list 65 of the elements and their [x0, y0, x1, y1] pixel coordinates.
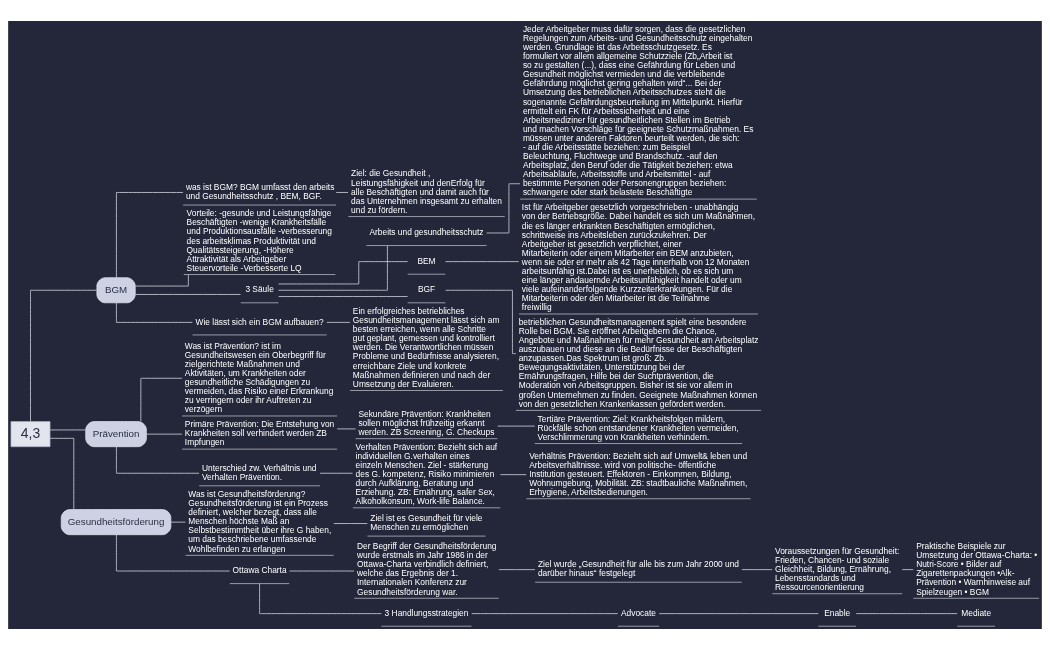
connector — [278, 296, 408, 297]
connector — [445, 289, 517, 355]
node-text: Ziel: die Gesundheit , Leistungsfähigkeit und denErfolg für alle Beschäftigten und damit auch für das Unternehmen insgesamt zu erhalten und zu fördern. — [351, 168, 502, 215]
connector — [30, 289, 98, 422]
node-text: Tertiäre Prävention: Ziel: Krankheitsfolgen mildern, Rückfälle schon entstandener Krankheiten vermeiden, Verschlimmerung von Krankheiten verhindern. — [537, 413, 739, 442]
connector — [498, 569, 536, 571]
connector — [445, 261, 520, 263]
node-text: Mediate — [961, 607, 992, 618]
node-text: Jeder Arbeitgeber muss dafür sorgen, dass die gesetzlichen Regelungen zum Arbeits- und Gesundheitsschutz eingehalten werden. Grundlage ist das Arbeitsschutzgesetz. Es formuliert vor allem allgemeine Schutzziele (Zb„Arbeit ist so zu gestalten (...), dass eine Gefährdung für Leben und Gesundheit möglichst vermieden und die verbleibende Gefährdung möglichst gering gehalten wird“... Bei der Umsetzung des betrieblichen Arbeitsschutzes steht die sogenannte Gefährdungsbeurteilung im Mittelpunkt. Hierfür ermittelt ein FK für Arbeitssicherheit und eine Arbeitsmediziner für gesundheitlichen Stellen im Betrieb und machen Vorschläge für geeignete Schutzmaßnahmen. Es müssen unter anderen Faktoren beurteilt werden, die sich: - auf die Arbeitsstätte beziehen: zum Beispiel Beleuchtung, Fluchtwege und Brandschutz. -auf den Arbeitsplatz, den Beruf oder die Tätigkeit beziehen: etwa Arbeitsabläufe, Arbeitsstoffe und Arbeitsmittel - auf bestimmte Personen oder Personengruppen beziehen: schwangere oder stark belastete Beschäftigte — [522, 23, 754, 198]
connector — [471, 613, 619, 615]
connector — [170, 521, 186, 523]
connector — [741, 569, 773, 571]
node-text: Ottawa Charta — [232, 565, 287, 576]
connector — [319, 472, 353, 474]
node-text: Vorteile: -gesunde und Leistungsfähige Beschäftigten -wenige Krankheitsfälle und Produktionsausfälle -verbesserung des arbeitsklimas Produktivität und Qualitätssteigerung, -Höhere Attraktivität als Arbeitgeber Steuervorteile -Verbesserte LQ — [186, 208, 332, 273]
node-text: Ziel ist es Gesundheit für viele Menschen zu ermöglichen — [370, 513, 483, 533]
connector — [336, 428, 356, 430]
node-box: Gesundheitsförderung — [60, 509, 172, 536]
node-text: Der Begriff der Gesundheitsförderung wurde erstmals im Jahr 1986 in der Ottawa-Charta verbindlich definiert, welche das Ergebnis der 1. Internationalen Konferenz zur Gesundheitsförderung war. — [357, 541, 497, 597]
node-text: Wie lässt sich ein BGM aufbauen? — [195, 316, 324, 327]
node-text: Ist für Arbeitgeber gesetzlich vorgeschrieben - unabhängig von der Betriebsgröße. Dabei handelt es sich um Maßnahmen, die es länger erkrankten Beschäftigten ermöglichen, schrittweise ins Arbeitsleben zurückzukehren. Der Arbeitgeber ist gesetzlich verpflichtet, einer Mitarbeiterin oder einem Mitarbeiter ein BEM anzubieten, wenn sie oder er mehr als 42 Tage innerhalb von 12 Monaten arbeitsunfähig ist.Dabei ist es unerheblich, ob es sich um eine länger andauernde Arbeitsunfähigkeit handelt oder um viele aufeinanderfolgende Kurzzeiterkrankungen. Für die Mitarbeiterin oder den Mitarbeiter ist die Teilnahme freiwillig — [521, 202, 756, 313]
connector — [259, 583, 382, 615]
node-text: Sekundäre Prävention: Krankheiten sollen möglichst frühzeitig erkannt werden. ZB Screening, G. Checkups — [358, 408, 495, 437]
connector — [658, 613, 819, 615]
node-text: Arbeits und gesundheitsschutz — [369, 227, 484, 238]
node-text: betrieblichen Gesundheitsmanagement spielt eine besondere Rolle bei BGM. Sie eröffnet Arbeitgebern die Chance, Angebote und Maßnahmen für mehr Gesundheit am Arbeitsplatz auszubauen und diese an die Bedürfnisse der Beschäftigten anzupassen.Das Spektrum ist groß: Zb. Bewegungsaktivitäten, Unterstützung bei der Ernährungsfragen, Hilfe bei der Suchtprävention, die Moderation von Arbeitsgruppen. Bisher ist sie vor allem in großen Unternehmen zu finden. Geeignete Maßnahmen können von den gesetzlichen Krankenkassen gefördert werden. — [518, 316, 759, 409]
node-box: Prävention — [85, 421, 147, 448]
connector — [116, 446, 200, 474]
connector — [49, 437, 75, 510]
connector — [140, 377, 183, 422]
node-text: Praktische Beispiele zur Umsetzung der Ottawa-Charta: • Nutri-Score • Bilder auf Zigarettenpackungen •Alk-Prävention • Warnhinweise auf Spielzeugen • BGM — [916, 541, 1038, 597]
node-text: Unterschied zw. Verhältnis und Verhalten Prävention. — [201, 462, 317, 482]
connector — [855, 613, 958, 615]
node-text: Primäre Prävention: Die Entstehung von Krankheiten soll verhindert werden ZB Impfungen — [184, 419, 335, 448]
connector — [335, 192, 349, 193]
connector — [499, 474, 527, 476]
connector — [901, 569, 914, 571]
connector — [116, 192, 184, 279]
connector — [116, 534, 230, 572]
node-text: Was ist Gesundheitsförderung? Gesundheitsförderung ist ein Prozess definiert, welcher bezegt, dass alle Menschen höchste Maß an Selbstbestimmtheit über ihre G haben, um das beschriebene umfassende Wohlbefinden zu erlangen — [188, 489, 332, 554]
node-box: BGM — [96, 277, 136, 304]
node-text: BGF — [417, 284, 436, 295]
node-text: Ein erfolgreiches betriebliches Gesundheitsmanagement lässt sich am besten erreichen, wenn alle Schritte gut geplant, gemessen und kontrolliert werden. Die Verantwortlichen müssen Probleme und Bedürfnisse analysieren, erreichbare Ziele und konkrete Maßnahmen definieren und nach der Umsetzung der Evaluieren. — [352, 306, 500, 389]
node-text: Advocate — [621, 607, 656, 618]
node-text: 3 Säule — [245, 284, 274, 295]
connector — [333, 523, 368, 524]
node-text: was ist BGM? BGM umfasst den arbeits und Gesundheitsschutz , BEM, BGF. — [185, 182, 335, 202]
connector — [497, 425, 536, 427]
node-text: Voraussetzungen für Gesundheit: Frieden, Chancen- und soziale Gleichheit, Bildung, Ernährung, Lebensstandards und Ressourcenorientierung — [775, 545, 900, 592]
connector — [326, 321, 351, 323]
node-text: Was ist Prävention? ist im Gesundheitswesen ein Oberbegriff für zielgerichtete Maßnahmen und Aktivitäten, um Krankheiten oder gesundheitliche Schädigungen zu vermeiden, das Risiko einer Erkrankung zu verringern oder ihr Auftreten zu verzögern — [184, 340, 334, 415]
connector — [135, 274, 189, 287]
connector — [278, 245, 388, 291]
node-text: 3 Handlungsstrategien — [384, 607, 469, 618]
node-text: Verhalten Prävention: Bezieht sich auf individuellen G.verhalten eines einzeln Menschen. Ziel - stärkerung des G. kompetenz, Risiko minimieren durch Aufklärung, Beratung und Erziehung. ZB: Ernährung, safer Sex, Alkoholkonsum, Work-life Balance. — [355, 441, 498, 507]
connector — [278, 261, 409, 285]
node-text: Verhältnis Prävention: Bezieht sich auf Umwelt& leben und Arbeitsverhältnisse. wird von politische- öffentliche Institution gesteuert. Effektoren - Einkommen, Bildung, Wohnumgebung, Mobilität. ZB: stadtbauliche Maßnahmen, Erhygiene, Arbeitsbedienungen. — [529, 450, 748, 497]
node-text: Ziel wurde „Gesundheit für alle bis zum Jahr 2000 und darüber hinaus“ festgelegt — [537, 559, 740, 579]
connector — [116, 302, 193, 323]
connector — [146, 433, 183, 435]
node-text: BEM — [417, 255, 436, 266]
connector — [49, 429, 86, 431]
node-text: Enable — [824, 607, 851, 618]
connector — [135, 294, 241, 295]
node-box: 4,3 — [10, 421, 51, 448]
